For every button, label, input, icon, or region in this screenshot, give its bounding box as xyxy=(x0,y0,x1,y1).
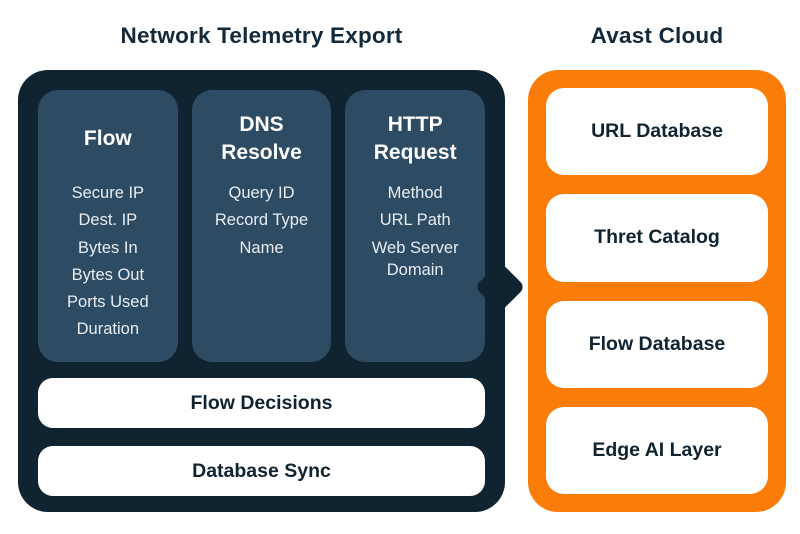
left-panel-title: Network Telemetry Export xyxy=(120,23,403,48)
column-heading: DNS Resolve xyxy=(221,113,302,164)
column-item-record-type: Record Type xyxy=(214,211,309,230)
column-heading: Flow xyxy=(83,127,132,151)
column-item-url-path: URL Path xyxy=(379,211,451,230)
column-item-dest-ip: Dest. IP xyxy=(78,211,138,230)
cloud-box-url-database: URL Database xyxy=(546,88,768,176)
column-item-duration: Duration xyxy=(76,320,140,339)
column-heading: HTTP Request xyxy=(373,113,457,164)
column-item-ports-used: Ports Used xyxy=(67,293,149,312)
column-item-bytes-in: Bytes In xyxy=(78,238,138,257)
column-item-method: Method xyxy=(387,184,443,202)
cloud-box-flow-database: Flow Database xyxy=(546,300,768,388)
column-item-secure-ip: Secure IP xyxy=(71,184,145,202)
cloud-box-edge-ai-layer: Edge AI Layer xyxy=(546,406,768,494)
right-panel-title: Avast Cloud xyxy=(590,23,724,48)
cloud-box-thret-catalog: Thret Catalog xyxy=(546,194,768,282)
column-item-web-server-domain: Web Server Domain xyxy=(371,238,459,279)
column-item-name: Name xyxy=(239,238,284,257)
flow-decisions-bar: Flow Decisions xyxy=(38,378,485,428)
column-item-bytes-out: Bytes Out xyxy=(71,265,145,284)
database-sync-bar: Database Sync xyxy=(38,446,485,496)
column-item-query-id: Query ID xyxy=(228,184,295,202)
